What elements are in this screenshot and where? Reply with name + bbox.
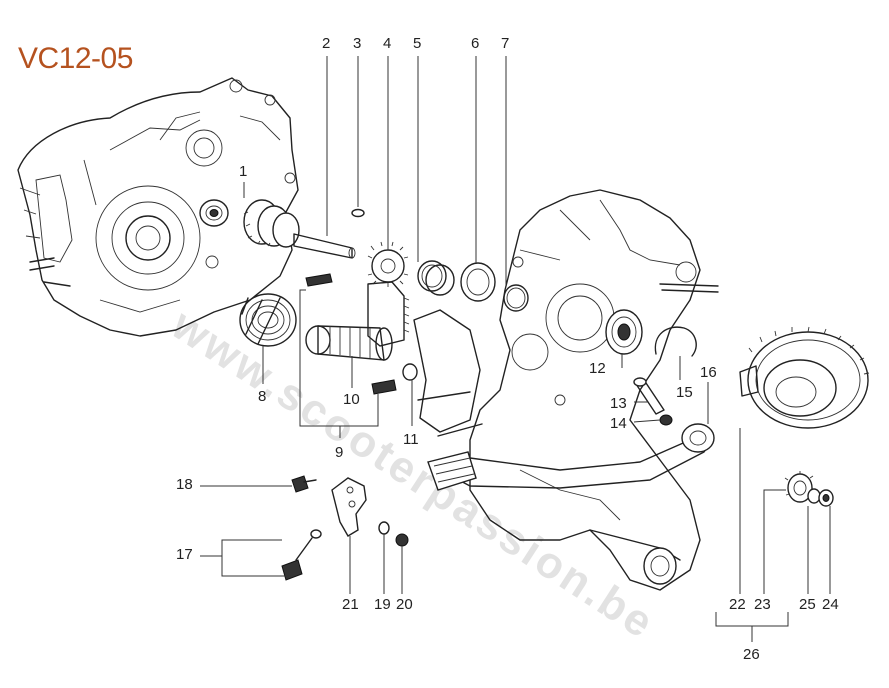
part-4-starter-gear (367, 241, 410, 347)
part-label-23: 23 (754, 596, 771, 613)
part-5-ring (417, 260, 455, 296)
part-23-pinion (784, 471, 814, 503)
part-18-screw (291, 475, 317, 493)
part-label-9: 9 (335, 444, 344, 461)
part-9-pad-upper (305, 273, 333, 287)
part-3-key (351, 208, 365, 218)
part-label-6: 6 (471, 35, 480, 52)
part-label-26: 26 (743, 646, 760, 663)
part-label-12: 12 (589, 360, 606, 377)
part-label-21: 21 (342, 596, 359, 613)
part-13-bolt (633, 377, 665, 415)
part-19-washer (378, 521, 390, 535)
part-label-4: 4 (383, 35, 392, 52)
part-1-bearing (199, 199, 229, 227)
part-10-shaft (305, 325, 393, 361)
part-label-11: 11 (403, 431, 419, 448)
part-label-25: 25 (799, 596, 816, 613)
part-20-nut (395, 533, 409, 547)
part-16-kickstart-lever (427, 423, 715, 491)
part-label-10: 10 (343, 391, 360, 408)
part-label-15: 15 (676, 384, 693, 401)
part-label-2: 2 (322, 35, 331, 52)
part-22-clutch-drum (739, 326, 870, 429)
part-label-24: 24 (822, 596, 839, 613)
mounting-bracket (413, 309, 483, 437)
part-label-8: 8 (258, 388, 267, 405)
part-label-7: 7 (501, 35, 510, 52)
part-9-pad-lower (371, 379, 397, 395)
leader-lines (200, 56, 831, 642)
part-15-circlip (654, 326, 697, 357)
part-label-17: 17 (176, 546, 193, 563)
part-12-bearing (605, 309, 643, 355)
part-label-3: 3 (353, 35, 362, 52)
part-7-circlip (503, 284, 529, 312)
part-6-seal (460, 262, 496, 302)
part-21-bracket (331, 477, 367, 537)
diagram-title: VC12-05 (18, 42, 133, 75)
right-crankcase-half (469, 189, 719, 591)
part-label-19: 19 (374, 596, 391, 613)
part-label-13: 13 (610, 395, 627, 412)
part-label-1: 1 (239, 163, 248, 180)
part-14-nut (659, 414, 673, 426)
part-8-spring (239, 293, 297, 347)
part-2-gear-cluster (243, 199, 356, 259)
left-crankcase-half (17, 77, 299, 337)
part-label-16: 16 (700, 364, 717, 381)
part-24-nut (818, 489, 834, 507)
part-label-5: 5 (413, 35, 422, 52)
part-label-18: 18 (176, 476, 193, 493)
part-17-screw-assembly (281, 529, 322, 581)
part-25-washer (807, 488, 821, 504)
part-label-20: 20 (396, 596, 413, 613)
part-label-14: 14 (610, 415, 627, 432)
part-label-22: 22 (729, 596, 746, 613)
part-11-washer (402, 363, 418, 381)
